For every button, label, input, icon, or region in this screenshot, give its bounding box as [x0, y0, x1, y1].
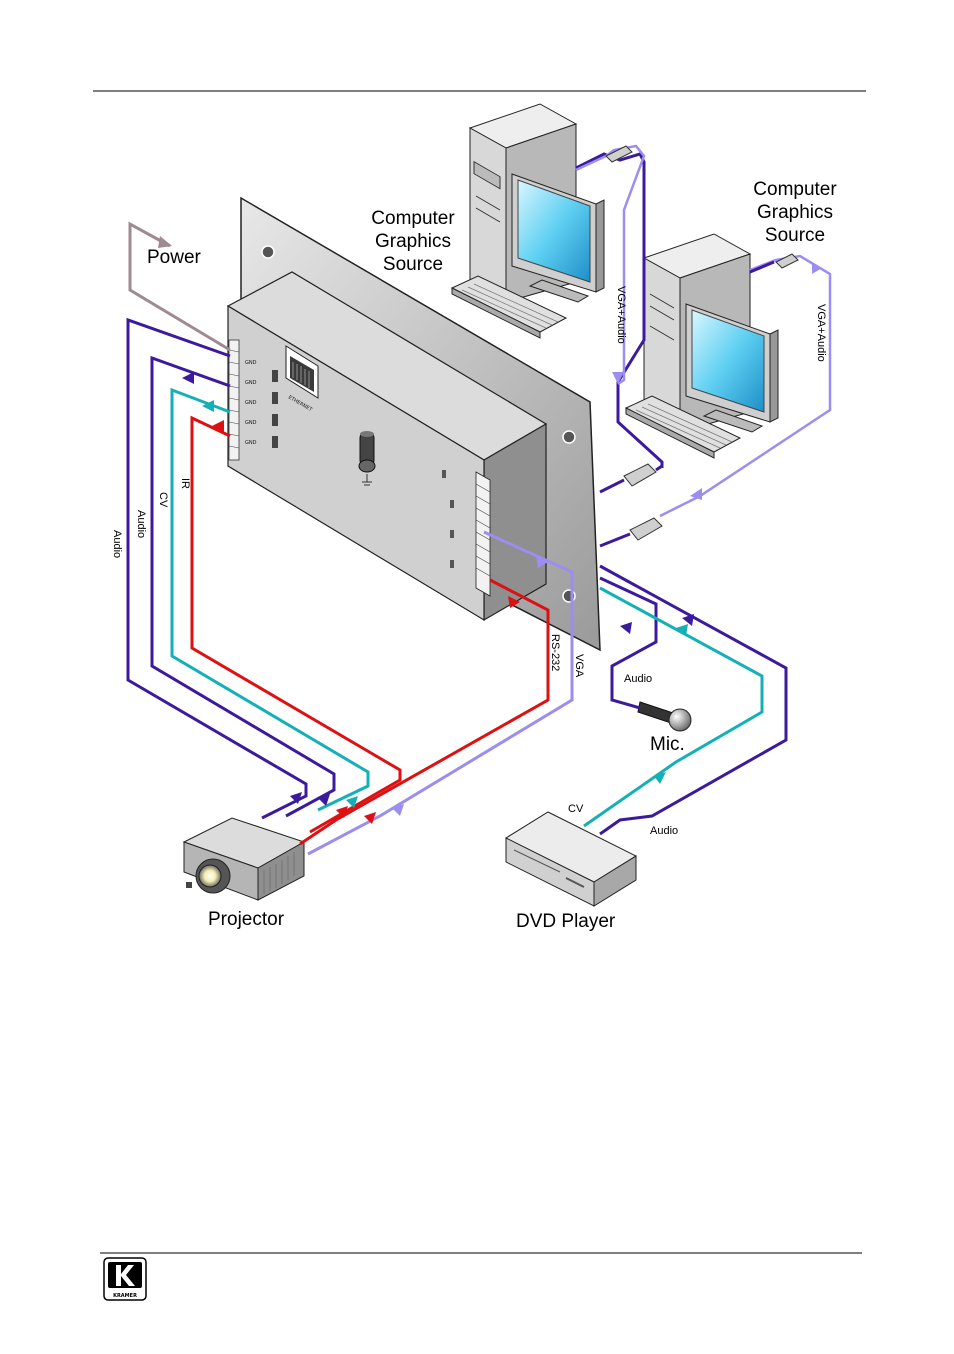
arrow-icon — [158, 236, 172, 248]
screw-hole — [261, 245, 275, 259]
svg-text:Source: Source — [383, 254, 443, 275]
arrow-icon — [182, 372, 548, 824]
svg-text:Computer: Computer — [371, 208, 455, 229]
arrow-icon — [690, 488, 702, 500]
svg-text:GND: GND — [245, 440, 257, 446]
screw-hole — [562, 430, 576, 444]
rs232-cable — [299, 578, 550, 846]
audio-label-projector-inner: Audio — [135, 510, 147, 538]
rs232-label: RS-232 — [549, 634, 561, 671]
audio-label-projector-outer: Audio — [111, 530, 123, 558]
vga-cable-projector — [307, 530, 574, 856]
svg-text:GND: GND — [245, 400, 257, 406]
svg-text:GND: GND — [245, 360, 257, 366]
dvd-audio-label: Audio — [650, 825, 678, 837]
vga-audio-label-left: VGA+Audio — [615, 286, 627, 344]
svg-text:Graphics: Graphics — [375, 231, 451, 252]
ir-cable — [190, 415, 402, 834]
dvd-player-label: DVD Player — [516, 911, 616, 932]
source-label-right: Computer Graphics Source — [753, 179, 837, 246]
arrow-icon — [654, 772, 666, 784]
power-label: Power — [147, 247, 202, 268]
svg-text:Computer: Computer — [753, 179, 837, 200]
dvd-cv-cable — [583, 586, 764, 828]
computer-right — [624, 233, 779, 459]
terminal-block — [442, 470, 491, 597]
arrow-icon — [620, 622, 632, 634]
svg-text:Graphics: Graphics — [757, 202, 833, 223]
projector-label: Projector — [208, 909, 285, 930]
vga-label: VGA — [573, 654, 585, 678]
ir-sensor — [358, 431, 376, 486]
vga-connector — [599, 145, 799, 548]
cv-label-projector: CV — [157, 492, 169, 508]
mic-audio-cable — [599, 576, 658, 710]
mic-label: Mic. — [650, 734, 685, 755]
svg-text:Source: Source — [765, 225, 825, 246]
arrow-icon — [676, 624, 688, 636]
arrow-icon — [682, 614, 694, 626]
vga-connector — [599, 463, 663, 494]
dvd-audio-cable — [599, 564, 788, 836]
mic-audio-label: Audio — [624, 673, 652, 685]
svg-text:GND: GND — [245, 420, 257, 426]
arrow-icon — [812, 262, 822, 274]
kramer-logo: KRAMER — [103, 1257, 147, 1301]
logo-text: KRAMER — [113, 1293, 137, 1299]
svg-text:GND: GND — [245, 380, 257, 386]
arrow-icon — [612, 372, 624, 384]
vga-audio-label-right: VGA+Audio — [815, 304, 827, 362]
computer-left — [450, 103, 605, 339]
dvd-player — [504, 811, 638, 907]
dvd-cv-label: CV — [568, 803, 584, 815]
source-label-left: Computer Graphics Source — [371, 208, 455, 275]
audio-cable-inner — [150, 355, 336, 818]
microphone — [637, 701, 692, 732]
power-cable — [128, 221, 231, 352]
ir-label: IR — [179, 478, 191, 489]
projector — [182, 817, 306, 901]
cv-cable — [170, 387, 370, 812]
